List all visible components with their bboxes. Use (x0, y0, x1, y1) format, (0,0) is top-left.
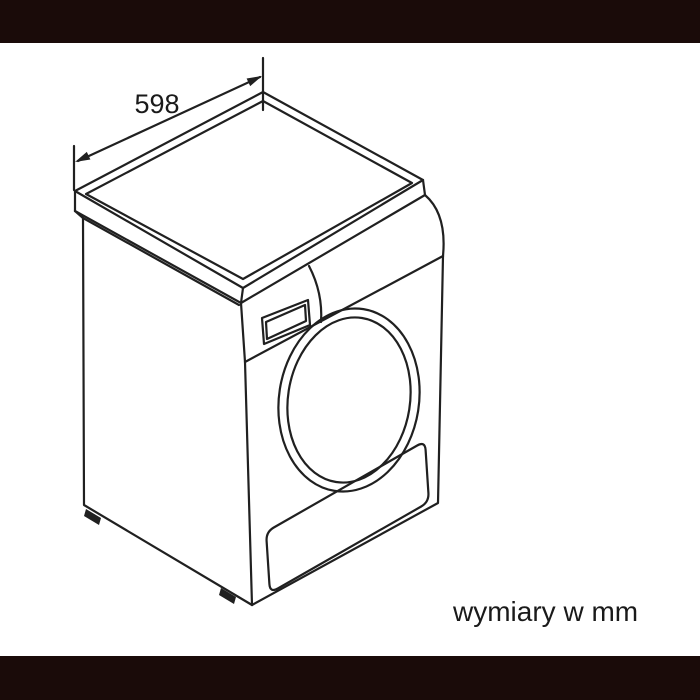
units-note-label: wymiary w mm (453, 596, 639, 627)
dryer-drawing (73, 90, 445, 607)
dimension-value-label: 598 (134, 89, 180, 119)
side-panel (73, 209, 254, 607)
display-window-outer (260, 298, 312, 346)
dimension-line (76, 75, 262, 163)
drawer-panel-outline (265, 442, 430, 592)
dimension-arrowhead-left (75, 151, 91, 162)
control-panel (239, 193, 445, 607)
door (277, 307, 421, 493)
top-panel-inner-border (84, 99, 414, 281)
door-outer-ring (277, 307, 421, 493)
top-panel (73, 90, 427, 305)
top-letterbox-bar (0, 0, 700, 43)
foot-front (219, 588, 236, 604)
side-panel-left-and-bottom-edge (81, 216, 254, 607)
front-panel (250, 254, 445, 607)
door-inner-ring (286, 316, 412, 484)
dimension-arrowhead-right (246, 76, 262, 87)
side-panel-lip-connector (73, 209, 85, 220)
front-left-corner-edge (239, 301, 254, 607)
foot-left (84, 509, 101, 525)
dimension-annotation (72, 56, 265, 192)
feet (84, 509, 236, 604)
side-panel-top-edge (81, 216, 241, 307)
bottom-letterbox-bar (0, 656, 700, 700)
drawer-panel (265, 442, 430, 592)
control-panel-right-curved-edge (423, 193, 445, 258)
top-panel-outer-edge (73, 90, 425, 290)
display-window-inner (264, 303, 308, 341)
front-panel-right-and-bottom-edge (250, 254, 445, 607)
display-window (260, 298, 312, 346)
top-panel-front-corner-edge (239, 286, 245, 305)
top-panel-right-corner-edge (421, 178, 427, 197)
control-panel-seam-curve (307, 264, 323, 324)
